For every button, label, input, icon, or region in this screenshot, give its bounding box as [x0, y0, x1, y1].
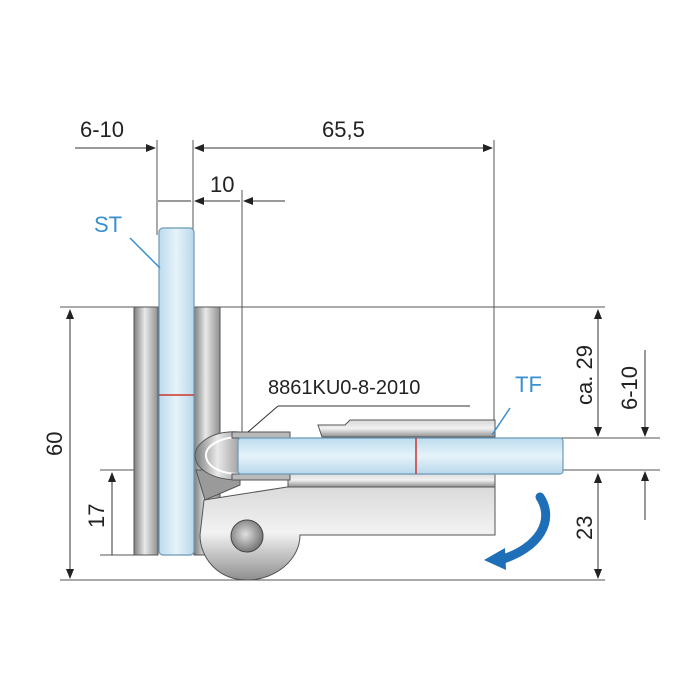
curved-arrow-icon [484, 492, 551, 570]
dim-top-left-label: 6-10 [80, 117, 124, 142]
pivot-pin [230, 519, 264, 553]
left-clamp-plate [133, 306, 159, 556]
glass-panels [158, 227, 564, 556]
hinge-knuckle [199, 484, 496, 581]
dim-right-glass-label: 6-10 [617, 366, 642, 410]
part-number-leader [247, 405, 279, 433]
dim-lower-label: 17 [84, 504, 109, 528]
callout-tf: TF [515, 372, 542, 397]
tf-leader [491, 407, 511, 436]
top-clamp-plate [317, 419, 496, 438]
st-leader [129, 237, 161, 269]
dim-height-label: 60 [42, 432, 67, 456]
callout-st: ST [94, 212, 122, 237]
fixed-glass-panel [158, 227, 195, 556]
dim-top-span-label: 65,5 [322, 117, 365, 142]
hinge-body [133, 306, 496, 581]
dim-23-label: 23 [572, 516, 597, 540]
door-glass-panel [237, 437, 564, 475]
dim-ten-label: 10 [210, 172, 234, 197]
part-number-label: 8861KU0-8-2010 [268, 377, 420, 399]
callouts [129, 237, 511, 436]
dim-ca29-label: ca. 29 [572, 345, 597, 405]
bottom-clamp-plate [287, 472, 496, 488]
